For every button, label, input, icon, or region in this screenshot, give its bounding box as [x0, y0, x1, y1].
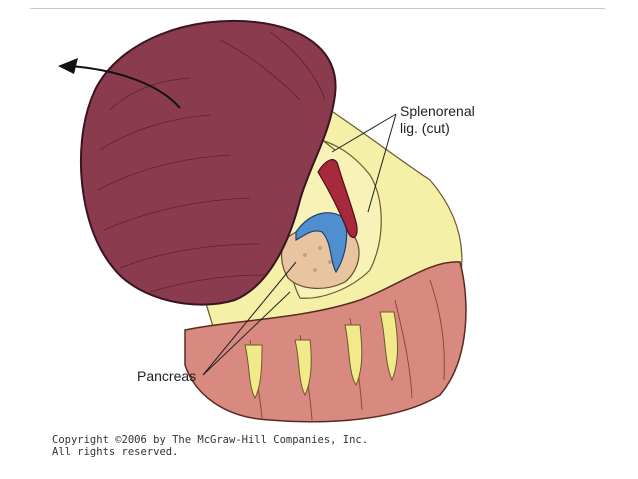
splenorenal-label-line2: lig. (cut) — [400, 120, 450, 136]
arrow-head — [58, 58, 78, 74]
leader-lines — [202, 113, 397, 376]
splenorenal-label-line1: Splenorenal — [400, 103, 475, 119]
spleen — [79, 19, 337, 306]
splenic-vein — [295, 212, 348, 274]
epiploic-fat — [244, 311, 398, 400]
top-divider — [30, 8, 605, 9]
pancreas-tail — [281, 224, 360, 289]
rotation-arrow — [69, 65, 181, 109]
copyright-line1: Copyright ©2006 by The McGraw-Hill Compa… — [52, 434, 369, 446]
copyright-line2: All rights reserved. — [52, 446, 179, 458]
pancreas-label: Pancreas — [137, 368, 197, 384]
spleen-hatching — [97, 31, 326, 293]
splenorenal-label: Splenorenal lig. (cut) — [400, 103, 475, 137]
splenic-artery — [317, 159, 358, 239]
copyright-notice: Copyright ©2006 by The McGraw-Hill Compa… — [52, 434, 368, 458]
